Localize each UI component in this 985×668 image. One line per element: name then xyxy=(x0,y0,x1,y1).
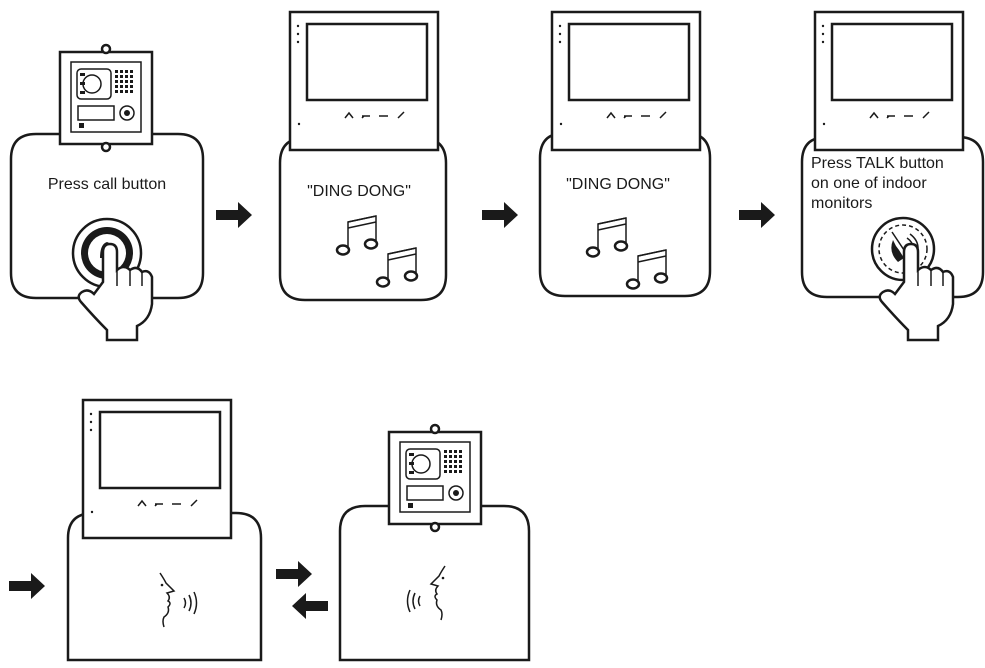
step-3-panel: "DING DONG" xyxy=(538,10,712,298)
step-2-panel: "DING DONG" xyxy=(278,10,448,302)
step-6-panel xyxy=(338,423,531,662)
arrow-right-icon xyxy=(276,561,312,587)
indoor-monitor-icon xyxy=(81,398,233,540)
arrow-right-icon xyxy=(9,573,45,599)
step-3-caption: "DING DONG" xyxy=(566,176,670,193)
indoor-monitor-icon xyxy=(550,10,702,152)
step-4-panel: Press TALK button on one of indoor monit… xyxy=(800,10,985,342)
step-4-caption-line-3: monitors xyxy=(811,195,872,212)
step-4-caption-line-2: on one of indoor xyxy=(811,175,927,192)
step-4-caption-line-1: Press TALK button xyxy=(811,155,944,172)
step-5-frame xyxy=(66,511,263,662)
step-6-frame xyxy=(338,504,531,662)
step-4-frame xyxy=(800,135,985,299)
step-3-frame xyxy=(538,131,712,298)
door-station-icon xyxy=(58,43,154,153)
arrow-left-icon xyxy=(292,593,328,619)
indoor-monitor-icon xyxy=(288,10,440,152)
speaking-face-icon xyxy=(406,565,446,621)
speaking-face-icon xyxy=(159,572,198,628)
arrow-right-icon xyxy=(216,202,252,228)
step-1-caption: Press call button xyxy=(48,176,166,193)
arrow-right-icon xyxy=(739,202,775,228)
step-2-caption: "DING DONG" xyxy=(307,183,411,200)
door-station-icon xyxy=(387,423,483,533)
step-5-panel xyxy=(66,398,263,662)
arrow-right-icon xyxy=(482,202,518,228)
step-1-panel: Press call button xyxy=(9,43,205,342)
indoor-monitor-icon xyxy=(813,10,965,152)
